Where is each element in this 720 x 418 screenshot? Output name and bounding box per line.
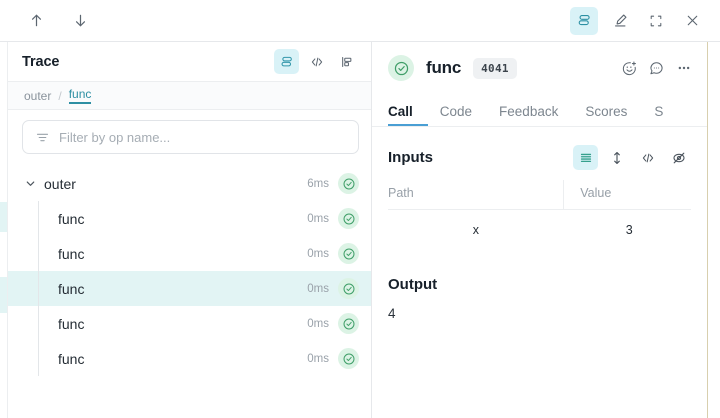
breadcrumb-separator: / [58, 88, 62, 103]
tree-row-duration: 0ms [307, 317, 329, 330]
more-options-icon[interactable] [675, 59, 693, 77]
list-lines-icon[interactable] [573, 145, 598, 170]
tab-feedback[interactable]: Feedback [499, 104, 559, 119]
circle-check-icon [338, 243, 359, 264]
tree-row-func[interactable]: func 0ms [8, 341, 371, 376]
tree-row-label: func [58, 245, 85, 262]
cell-value: 3 [625, 223, 633, 237]
tree-row-duration: 0ms [307, 352, 329, 365]
inputs-view-switcher [573, 145, 691, 170]
tree-row-label: func [58, 210, 85, 227]
tree-row-label: outer [44, 175, 76, 192]
tab-scores[interactable]: Scores [585, 104, 628, 119]
table-row[interactable]: x 3 [388, 210, 691, 251]
trace-panel: Trace [8, 42, 372, 418]
circle-check-icon [338, 208, 359, 229]
tree-row-duration: 6ms [307, 177, 329, 190]
add-reaction-icon[interactable] [621, 60, 638, 77]
trace-tree[interactable]: outer 6ms func 0ms func 0ms [8, 162, 371, 418]
tree-row-duration: 0ms [307, 247, 329, 260]
flame-graph-icon[interactable] [334, 49, 359, 74]
eye-hidden-icon[interactable] [666, 145, 691, 170]
highlighter-pen-icon[interactable] [606, 7, 634, 35]
main-body: Trace [0, 42, 720, 418]
trace-title: Trace [22, 53, 60, 70]
call-header: func 4041 [372, 42, 707, 94]
tab-code[interactable]: Code [439, 104, 473, 119]
cell-path: x [472, 223, 479, 237]
trace-view-switcher [274, 49, 359, 74]
circle-check-icon [338, 173, 359, 194]
left-rail [0, 42, 8, 418]
column-header-path: Path [388, 180, 564, 210]
tree-row-func[interactable]: func 0ms [8, 201, 371, 236]
inputs-table-body: x 3 [388, 210, 691, 251]
rail-marker [0, 277, 7, 313]
comment-bubble-icon[interactable] [648, 60, 665, 77]
code-brackets-icon[interactable] [635, 145, 660, 170]
chevron-down-icon[interactable] [20, 177, 40, 190]
expand-fullscreen-icon[interactable] [642, 7, 670, 35]
circle-check-icon [338, 278, 359, 299]
breadcrumb-item-current[interactable]: func [68, 87, 92, 104]
expand-vertical-icon[interactable] [604, 145, 629, 170]
tree-row-label: func [58, 350, 85, 367]
top-toolbar [0, 0, 720, 42]
filter-container [8, 110, 371, 162]
tree-row-duration: 0ms [307, 212, 329, 225]
filter-lines-icon [35, 130, 50, 145]
trace-header: Trace [8, 42, 371, 82]
rail-marker [0, 202, 7, 232]
call-header-actions [621, 59, 693, 77]
column-header-value: Value [563, 180, 691, 210]
stacked-layers-icon[interactable] [570, 6, 598, 35]
call-name: func [426, 58, 462, 77]
call-tabs: Call Code Feedback Scores S [372, 94, 707, 127]
arrow-up-icon[interactable] [22, 7, 50, 35]
stacked-layers-icon[interactable] [274, 49, 299, 74]
inputs-title: Inputs [388, 149, 433, 166]
tree-row-duration: 0ms [307, 282, 329, 295]
filter-box[interactable] [22, 120, 359, 154]
top-toolbar-actions [570, 6, 706, 35]
arrow-down-icon[interactable] [66, 7, 94, 35]
right-edge-strip [708, 42, 720, 418]
output-value: 4 [388, 306, 396, 321]
inputs-table-head: Path Value [388, 180, 691, 210]
top-toolbar-nav [22, 7, 94, 35]
close-x-icon[interactable] [678, 7, 706, 35]
call-content: Inputs [372, 127, 707, 418]
table-header-row: Path Value [388, 180, 691, 210]
tree-row-func[interactable]: func 0ms [8, 306, 371, 341]
output-title: Output [388, 276, 438, 293]
code-brackets-icon[interactable] [304, 49, 329, 74]
tree-row-label: func [58, 280, 85, 297]
call-id-badge: 4041 [473, 57, 517, 79]
inputs-section-header: Inputs [388, 145, 691, 170]
tab-call[interactable]: Call [388, 104, 428, 126]
breadcrumb-item-root[interactable]: outer [24, 88, 52, 103]
tree-row-outer[interactable]: outer 6ms [8, 166, 371, 201]
circle-check-icon [338, 313, 359, 334]
filter-input[interactable] [59, 129, 346, 145]
tree-row-label: func [58, 315, 85, 332]
inputs-table: Path Value x 3 [388, 180, 691, 250]
circle-check-icon [388, 55, 414, 81]
circle-check-icon [338, 348, 359, 369]
tree-row-func[interactable]: func 0ms [8, 236, 371, 271]
tree-row-func-selected[interactable]: func 0ms [8, 271, 371, 306]
tab-summary-truncated[interactable]: S [654, 104, 664, 119]
call-detail-panel: func 4041 [372, 42, 708, 418]
breadcrumb: outer / func [8, 82, 371, 110]
